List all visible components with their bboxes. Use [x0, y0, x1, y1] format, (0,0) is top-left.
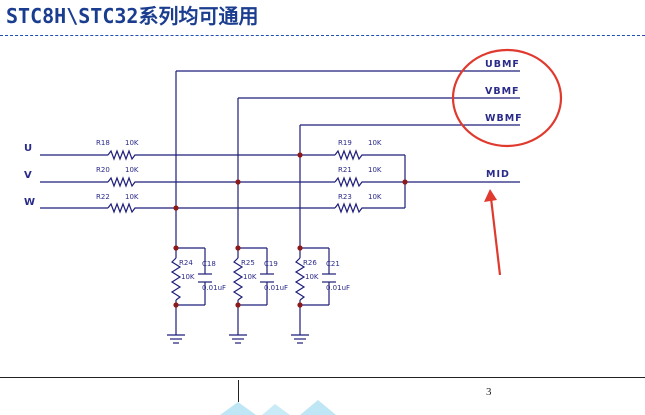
- net-label-ubmf: UBMF: [485, 59, 520, 70]
- resistor-r21-ref: R21: [338, 166, 352, 174]
- net-label-vbmf: VBMF: [485, 86, 520, 97]
- resistor-r20-value: 10K: [125, 166, 139, 174]
- resistor-r21-value: 10K: [368, 166, 382, 174]
- resistor-r22-ref: R22: [96, 193, 110, 201]
- resistor-r26-ref: R26: [303, 259, 317, 267]
- net-label-w: W: [24, 197, 35, 208]
- resistor-r25-ref: R25: [241, 259, 255, 267]
- resistor-r26-value: 10K: [305, 273, 319, 281]
- resistor-r20-ref: R20: [96, 166, 110, 174]
- capacitor-c18-ref: C18: [202, 260, 216, 268]
- resistor-r18-value: 10K: [125, 139, 139, 147]
- capacitor-c21-value: 0.01uF: [326, 284, 350, 292]
- footer-tick: [238, 380, 239, 402]
- resistor-r23-ref: R23: [338, 193, 352, 201]
- resistor-r24-ref: R24: [179, 259, 193, 267]
- capacitor-c19-value: 0.01uF: [264, 284, 288, 292]
- page-number: 3: [486, 386, 492, 398]
- capacitor-c19-ref: C19: [264, 260, 278, 268]
- net-label-wbmf: WBMF: [485, 113, 523, 124]
- resistor-r18-ref: R18: [96, 139, 110, 147]
- net-label-u: U: [24, 143, 32, 154]
- capacitor-c21-ref: C21: [326, 260, 340, 268]
- footer-divider: [0, 377, 645, 378]
- net-label-mid: MID: [486, 169, 510, 180]
- title-underline: [0, 35, 645, 36]
- page-title: STC8H\STC32系列均可通用: [6, 4, 259, 28]
- resistor-r23-value: 10K: [368, 193, 382, 201]
- resistor-r19-value: 10K: [368, 139, 382, 147]
- resistor-r22-value: 10K: [125, 193, 139, 201]
- capacitor-c18-value: 0.01uF: [202, 284, 226, 292]
- net-label-v: V: [24, 170, 32, 181]
- resistor-r24-value: 10K: [181, 273, 195, 281]
- resistor-r19-ref: R19: [338, 139, 352, 147]
- resistor-r25-value: 10K: [243, 273, 257, 281]
